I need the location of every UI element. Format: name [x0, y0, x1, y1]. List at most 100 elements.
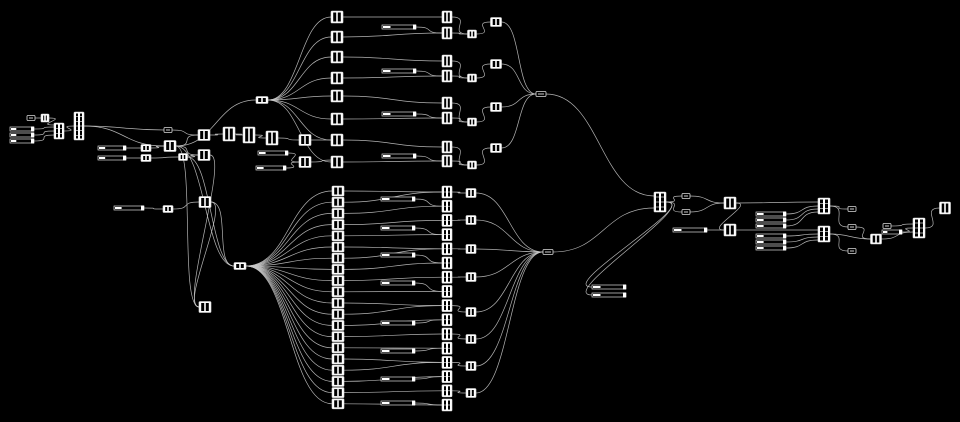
component-node[interactable]: [331, 219, 345, 230]
component-node[interactable]: [465, 215, 477, 225]
multi-input-component-node[interactable]: [53, 122, 65, 140]
component-node[interactable]: [465, 244, 477, 254]
component-node[interactable]: [162, 205, 174, 213]
component-node[interactable]: [331, 264, 345, 275]
component-node[interactable]: [723, 223, 737, 237]
component-node[interactable]: [870, 233, 882, 245]
number-slider[interactable]: [381, 153, 417, 159]
component-node[interactable]: [298, 134, 312, 146]
component-node[interactable]: [441, 96, 453, 110]
number-slider[interactable]: [380, 280, 416, 286]
component-node[interactable]: [330, 30, 344, 44]
number-slider[interactable]: [9, 132, 35, 138]
component-node[interactable]: [222, 126, 236, 142]
component-node[interactable]: [465, 388, 477, 398]
component-node[interactable]: [465, 272, 477, 282]
component-node[interactable]: [330, 71, 344, 85]
component-node[interactable]: [330, 10, 344, 24]
number-slider[interactable]: [381, 68, 417, 74]
component-node[interactable]: [939, 201, 951, 215]
multi-input-component-node[interactable]: [441, 185, 453, 199]
number-slider[interactable]: [881, 229, 903, 235]
component-node[interactable]: [330, 133, 344, 147]
number-slider[interactable]: [755, 233, 787, 239]
component-node[interactable]: [441, 111, 453, 125]
multi-input-component-node[interactable]: [817, 225, 831, 243]
number-slider[interactable]: [9, 126, 35, 132]
component-node[interactable]: [331, 342, 345, 354]
number-slider[interactable]: [380, 252, 416, 258]
component-node[interactable]: [467, 29, 477, 39]
number-slider[interactable]: [380, 348, 416, 354]
component-node[interactable]: [331, 252, 345, 264]
multi-input-component-node[interactable]: [441, 242, 453, 256]
component-node[interactable]: [441, 26, 453, 40]
number-slider[interactable]: [380, 376, 416, 382]
component-node[interactable]: [331, 353, 345, 365]
number-slider[interactable]: [755, 239, 787, 245]
number-slider[interactable]: [97, 145, 127, 151]
component-node[interactable]: [197, 129, 211, 141]
component-node[interactable]: [331, 286, 345, 298]
number-slider[interactable]: [380, 225, 416, 231]
multi-input-component-node[interactable]: [441, 341, 453, 355]
component-node[interactable]: [330, 112, 344, 126]
component-node[interactable]: [465, 307, 477, 317]
multi-input-component-node[interactable]: [73, 111, 85, 141]
component-node[interactable]: [178, 153, 188, 161]
component-node[interactable]: [490, 143, 502, 153]
component-node[interactable]: [467, 117, 477, 127]
component-node[interactable]: [233, 262, 247, 270]
component-node[interactable]: [255, 96, 269, 104]
number-slider[interactable]: [380, 400, 416, 406]
component-node[interactable]: [331, 230, 345, 242]
component-node[interactable]: [441, 69, 453, 83]
component-node[interactable]: [467, 160, 477, 170]
component-node[interactable]: [331, 387, 345, 398]
component-node[interactable]: [723, 196, 737, 210]
component-node[interactable]: [331, 241, 345, 253]
multi-input-component-node[interactable]: [441, 256, 453, 270]
component-node[interactable]: [330, 155, 344, 169]
multi-input-component-node[interactable]: [653, 191, 667, 213]
component-node[interactable]: [331, 275, 345, 286]
param-node[interactable]: [882, 223, 892, 229]
number-slider[interactable]: [257, 150, 289, 156]
component-node[interactable]: [465, 361, 477, 371]
component-node[interactable]: [441, 54, 453, 68]
number-slider[interactable]: [755, 211, 787, 217]
component-node[interactable]: [331, 196, 345, 208]
number-slider[interactable]: [755, 223, 787, 229]
component-node[interactable]: [163, 140, 177, 152]
component-node[interactable]: [441, 140, 453, 154]
component-node[interactable]: [197, 149, 211, 161]
number-slider[interactable]: [381, 111, 417, 117]
param-node[interactable]: [847, 248, 857, 254]
multi-input-component-node[interactable]: [441, 356, 453, 369]
multi-input-component-node[interactable]: [441, 285, 453, 298]
component-node[interactable]: [331, 297, 345, 309]
component-node[interactable]: [140, 154, 152, 162]
component-node[interactable]: [331, 398, 345, 410]
number-slider[interactable]: [113, 205, 145, 211]
multi-input-component-node[interactable]: [441, 214, 453, 227]
component-node[interactable]: [40, 113, 50, 123]
component-node[interactable]: [298, 156, 312, 168]
param-node[interactable]: [847, 206, 857, 212]
component-node[interactable]: [490, 102, 502, 112]
component-node[interactable]: [331, 208, 345, 219]
component-node[interactable]: [441, 154, 453, 168]
component-node[interactable]: [331, 320, 345, 331]
component-node[interactable]: [331, 364, 345, 376]
component-node[interactable]: [331, 376, 345, 387]
param-node[interactable]: [542, 249, 554, 255]
component-node[interactable]: [331, 308, 345, 320]
component-node[interactable]: [465, 334, 477, 344]
multi-input-component-node[interactable]: [441, 370, 453, 383]
multi-input-component-node[interactable]: [441, 299, 453, 312]
component-node[interactable]: [330, 50, 344, 64]
multi-input-component-node[interactable]: [441, 384, 453, 398]
component-node[interactable]: [198, 301, 212, 313]
